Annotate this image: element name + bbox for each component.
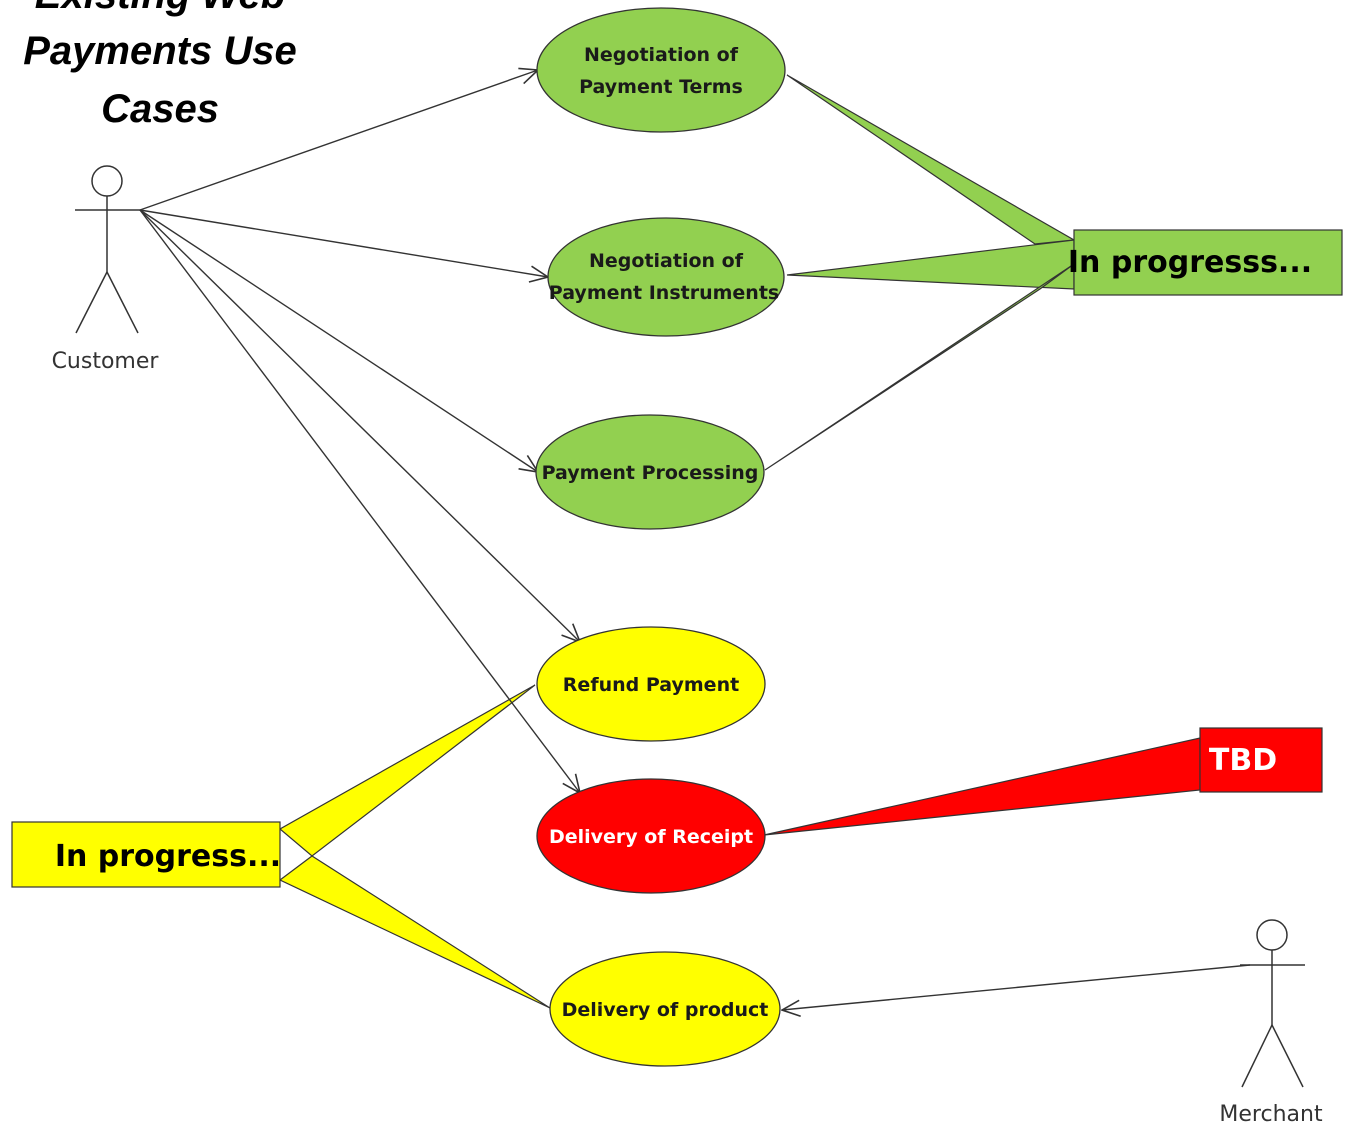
use-case-shape xyxy=(536,626,766,742)
note-label: In progresss... xyxy=(1068,245,1312,280)
use-case-negotiation-instruments[interactable]: Negotiation of Payment Instruments xyxy=(547,217,785,337)
associations xyxy=(139,70,1251,1010)
use-case-negotiation-terms[interactable]: Negotiation of Payment Terms xyxy=(536,7,786,133)
callout-pointer-instruments xyxy=(786,239,1075,290)
actor-label: Merchant xyxy=(1219,1102,1323,1127)
note-in-progress-yellow: In progress... xyxy=(11,684,551,1009)
actor-label: Customer xyxy=(52,349,160,374)
use-case-label-line-2: Payment Instruments xyxy=(549,282,779,304)
use-case-shape xyxy=(536,7,786,133)
callout-pointer-product xyxy=(278,855,551,1009)
assoc-customer-refund xyxy=(139,209,580,642)
use-case-delivery-product[interactable]: Delivery of product xyxy=(549,951,781,1067)
use-case-label-line-1: Payment Processing xyxy=(542,462,759,484)
note-box xyxy=(11,821,281,888)
assoc-customer-receipt xyxy=(139,209,580,793)
use-case-label-line-1: Negotiation of xyxy=(584,44,739,66)
note-box xyxy=(1073,229,1343,296)
title-line-3: Cases xyxy=(101,87,219,131)
actor-merchant[interactable]: Merchant xyxy=(1219,919,1323,1127)
stick-figure-icon xyxy=(1240,919,1305,1088)
title-line-1: Existing Web xyxy=(35,0,285,17)
use-case-shape xyxy=(536,778,766,894)
note-tbd: TBD xyxy=(763,727,1323,836)
note-label: TBD xyxy=(1209,743,1277,778)
actor-customer[interactable]: Customer xyxy=(52,165,160,374)
use-case-label-line-1: Negotiation of xyxy=(589,250,744,272)
callout-pointer-refund xyxy=(278,684,536,857)
assoc-merchant-product xyxy=(782,964,1251,1010)
stick-figure-icon xyxy=(75,165,140,334)
use-case-label-line-1: Delivery of Receipt xyxy=(549,826,753,848)
assoc-customer-terms xyxy=(139,70,538,211)
use-case-refund-payment[interactable]: Refund Payment xyxy=(536,626,766,742)
title-line-2: Payments Use xyxy=(23,29,296,73)
diagram-title: Existing Web Payments Use Cases xyxy=(23,0,296,131)
assoc-customer-instruments xyxy=(139,209,548,277)
use-case-label-line-1: Delivery of product xyxy=(562,999,769,1021)
use-case-payment-processing[interactable]: Payment Processing xyxy=(535,414,765,530)
note-label: In progress... xyxy=(55,839,281,874)
use-case-label-line-2: Payment Terms xyxy=(579,76,743,98)
callout-pointer-receipt xyxy=(763,737,1201,836)
callout-pointer-terms xyxy=(786,74,1076,245)
callout-pointer-processing xyxy=(764,263,1075,471)
note-in-progress-green: In progresss... xyxy=(764,74,1343,471)
note-box xyxy=(1199,727,1323,793)
use-case-label-line-1: Refund Payment xyxy=(563,674,739,696)
assoc-customer-processing xyxy=(139,209,538,472)
use-case-shape xyxy=(549,951,781,1067)
use-case-shape xyxy=(547,217,785,337)
use-case-delivery-receipt[interactable]: Delivery of Receipt xyxy=(536,778,766,894)
use-case-shape xyxy=(535,414,765,530)
